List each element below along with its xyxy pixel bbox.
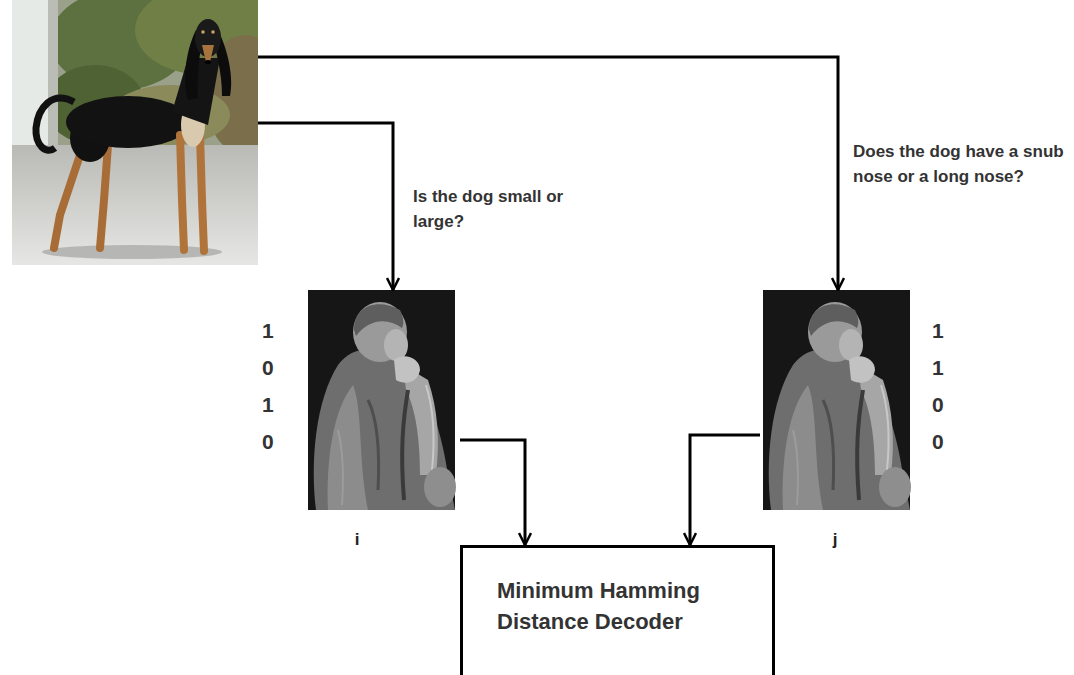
question-label: Does the dog have a snub nose or a long …: [853, 139, 1065, 189]
label-anchor: Is the dog small or large?: [413, 184, 618, 234]
bit-column: 1 0 1 0: [262, 312, 278, 460]
thinker-node: 1 1 0 0 j: [760, 290, 955, 561]
thinker-label: i: [337, 529, 377, 551]
dog-leg: [180, 135, 184, 250]
decoder-box: Minimum Hamming Distance Decoder: [460, 545, 775, 675]
thinker-label: j: [815, 529, 855, 551]
photo-node: [12, 2, 258, 265]
dog-photo: [12, 0, 258, 265]
connector-arrow: [690, 435, 760, 545]
dog-eye: [201, 30, 205, 34]
connector-arrow: [258, 123, 393, 290]
dog-eye: [211, 30, 215, 34]
connector-arrow: [258, 57, 838, 290]
question-label: Is the dog small or large?: [413, 184, 618, 234]
bit-column: 1 1 0 0: [932, 312, 948, 460]
label-anchor: Does the dog have a snub nose or a long …: [853, 139, 1065, 189]
thinker-node: 1 0 1 0 i: [255, 290, 460, 561]
dog-leg: [200, 135, 204, 251]
dog-muzzle: [202, 45, 214, 62]
connector-arrow: [460, 440, 525, 545]
decoder-title: Minimum Hamming Distance Decoder: [497, 575, 747, 637]
dog-shadow: [42, 245, 222, 259]
dog-leg: [100, 145, 108, 248]
dog-nose: [205, 60, 211, 64]
dog-body: [66, 96, 190, 148]
thinker-picture: [763, 290, 911, 510]
pavement: [12, 145, 258, 265]
thinker-picture: [308, 290, 456, 510]
